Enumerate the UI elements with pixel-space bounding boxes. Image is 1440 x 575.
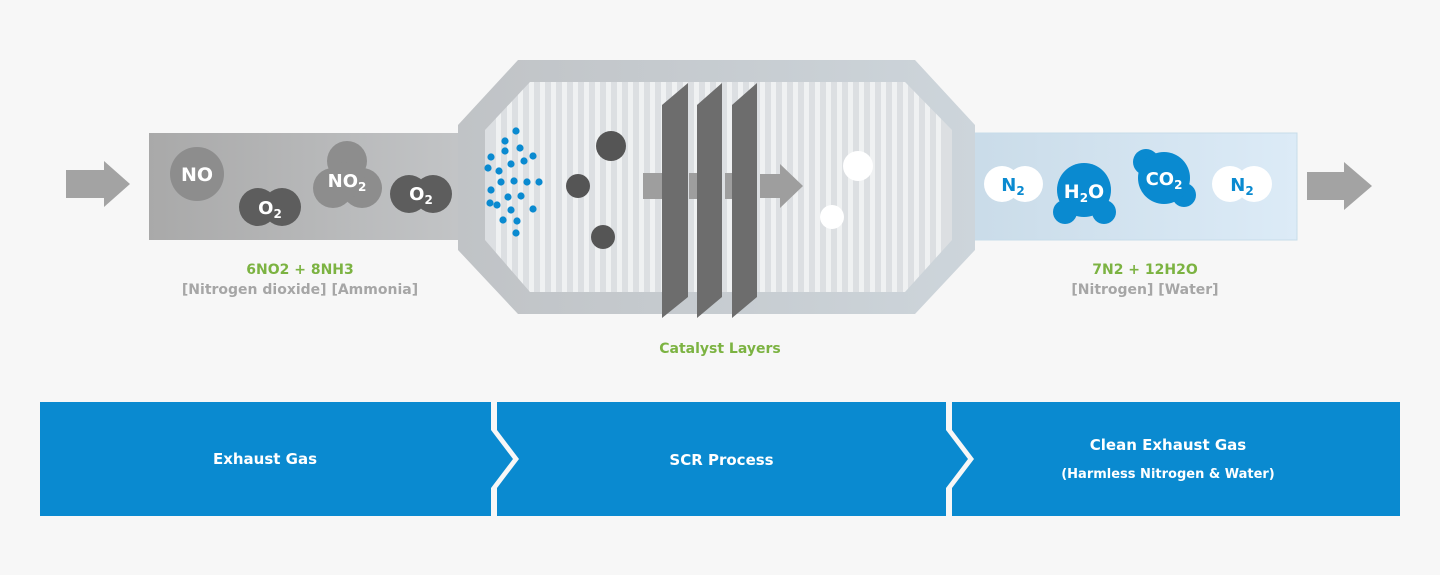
molecule-no: NO — [170, 147, 224, 201]
honeycomb-channel — [859, 82, 864, 292]
stage-exhaust-gas — [40, 402, 513, 516]
honeycomb-channel — [496, 82, 501, 292]
honeycomb-channel — [540, 82, 545, 292]
svg-text:H2O: H2O — [1064, 181, 1104, 205]
molecule-o2: O2 — [390, 175, 452, 213]
ammonia-dot — [495, 167, 503, 175]
ammonia-dot — [529, 152, 537, 160]
ammonia-dot — [501, 147, 509, 155]
svg-text:NO2: NO2 — [328, 171, 367, 194]
molecule-co2: CO2 — [1133, 149, 1196, 207]
ammonia-dot — [484, 164, 492, 172]
svg-text:N2: N2 — [1001, 175, 1024, 198]
particle-dark — [566, 174, 590, 198]
molecule-h2o: H2O — [1053, 163, 1116, 224]
honeycomb-channel — [914, 82, 919, 292]
catalyst-plate — [662, 83, 688, 318]
honeycomb-channel — [804, 82, 809, 292]
catalyst-plate — [732, 83, 757, 318]
ammonia-dot — [507, 206, 515, 214]
ammonia-dot — [517, 192, 525, 200]
molecule-n2: N2 — [984, 166, 1043, 202]
honeycomb-channel — [518, 82, 523, 292]
honeycomb-channel — [848, 82, 853, 292]
svg-text:N2: N2 — [1230, 175, 1253, 198]
honeycomb-channel — [507, 82, 512, 292]
honeycomb-channel — [925, 82, 930, 292]
input-description: [Nitrogen dioxide] [Ammonia] — [181, 282, 419, 298]
ammonia-dot — [510, 177, 518, 185]
particle-dark — [596, 131, 626, 161]
honeycomb-channel — [617, 82, 622, 292]
ammonia-dot — [516, 144, 524, 152]
inlet-arrow-icon — [66, 161, 130, 207]
honeycomb-channel — [551, 82, 556, 292]
input-formula: 6NO2 + 8NH3 — [246, 262, 354, 278]
output-label-group: 7N2 + 12H2O [Nitrogen] [Water] — [995, 262, 1295, 298]
ammonia-dot — [529, 205, 537, 213]
stage-title-exhaust-gas: Exhaust Gas — [212, 450, 318, 468]
catalyst-label: Catalyst Layers — [659, 341, 781, 357]
stage-clean-exhaust-gas — [952, 402, 1400, 516]
ammonia-dot — [497, 178, 505, 186]
molecule-o2: O2 — [239, 188, 301, 226]
ammonia-dot — [486, 199, 494, 207]
ammonia-dot — [501, 137, 509, 145]
ammonia-dot — [499, 216, 507, 224]
ammonia-dot — [512, 127, 520, 135]
stage-scr-process — [497, 402, 968, 516]
particle-dark — [591, 225, 615, 249]
ammonia-dot — [520, 157, 528, 165]
honeycomb-channel — [639, 82, 644, 292]
output-formula: 7N2 + 12H2O — [1092, 262, 1198, 278]
ammonia-dot — [493, 201, 501, 209]
outlet-arrow-icon — [1307, 162, 1372, 210]
honeycomb-channel — [628, 82, 633, 292]
ammonia-dot — [523, 178, 531, 186]
catalyst-plate — [697, 83, 722, 318]
svg-text:NO: NO — [181, 164, 213, 186]
input-label-group: 6NO2 + 8NH3 [Nitrogen dioxide] [Ammonia] — [150, 262, 450, 298]
honeycomb-channel — [903, 82, 908, 292]
honeycomb-channel — [870, 82, 875, 292]
honeycomb-channel — [606, 82, 611, 292]
svg-text:CO2: CO2 — [1146, 169, 1183, 192]
ammonia-injection-dots — [484, 127, 543, 237]
honeycomb-channel — [881, 82, 886, 292]
honeycomb-channel — [815, 82, 820, 292]
ammonia-dot — [513, 217, 521, 225]
stage-title-scr-process: SCR Process — [669, 451, 774, 469]
molecule-no2: NO2 — [313, 141, 382, 208]
honeycomb-channel — [837, 82, 842, 292]
svg-text:O2: O2 — [409, 184, 433, 207]
honeycomb-channel — [826, 82, 831, 292]
molecule-n2: N2 — [1212, 166, 1272, 202]
ammonia-dot — [487, 153, 495, 161]
stage-subtitle-clean-exhaust-gas: (Harmless Nitrogen & Water) — [1061, 467, 1275, 482]
ammonia-dot — [487, 186, 495, 194]
ammonia-dot — [504, 193, 512, 201]
particle-clean — [820, 205, 844, 229]
honeycomb-channel — [529, 82, 534, 292]
particle-clean — [843, 151, 873, 181]
ammonia-dot — [535, 178, 543, 186]
honeycomb-channel — [562, 82, 567, 292]
ammonia-dot — [512, 229, 520, 237]
honeycomb-channel — [595, 82, 600, 292]
honeycomb-channel — [936, 82, 941, 292]
output-description: [Nitrogen] [Water] — [1071, 282, 1219, 298]
svg-text:O2: O2 — [258, 198, 282, 221]
stage-bar — [40, 402, 1400, 516]
ammonia-dot — [507, 160, 515, 168]
flow-arrow-icon — [760, 164, 803, 208]
stage-title-clean-exhaust-gas: Clean Exhaust Gas — [1089, 436, 1247, 454]
honeycomb-channel — [892, 82, 897, 292]
